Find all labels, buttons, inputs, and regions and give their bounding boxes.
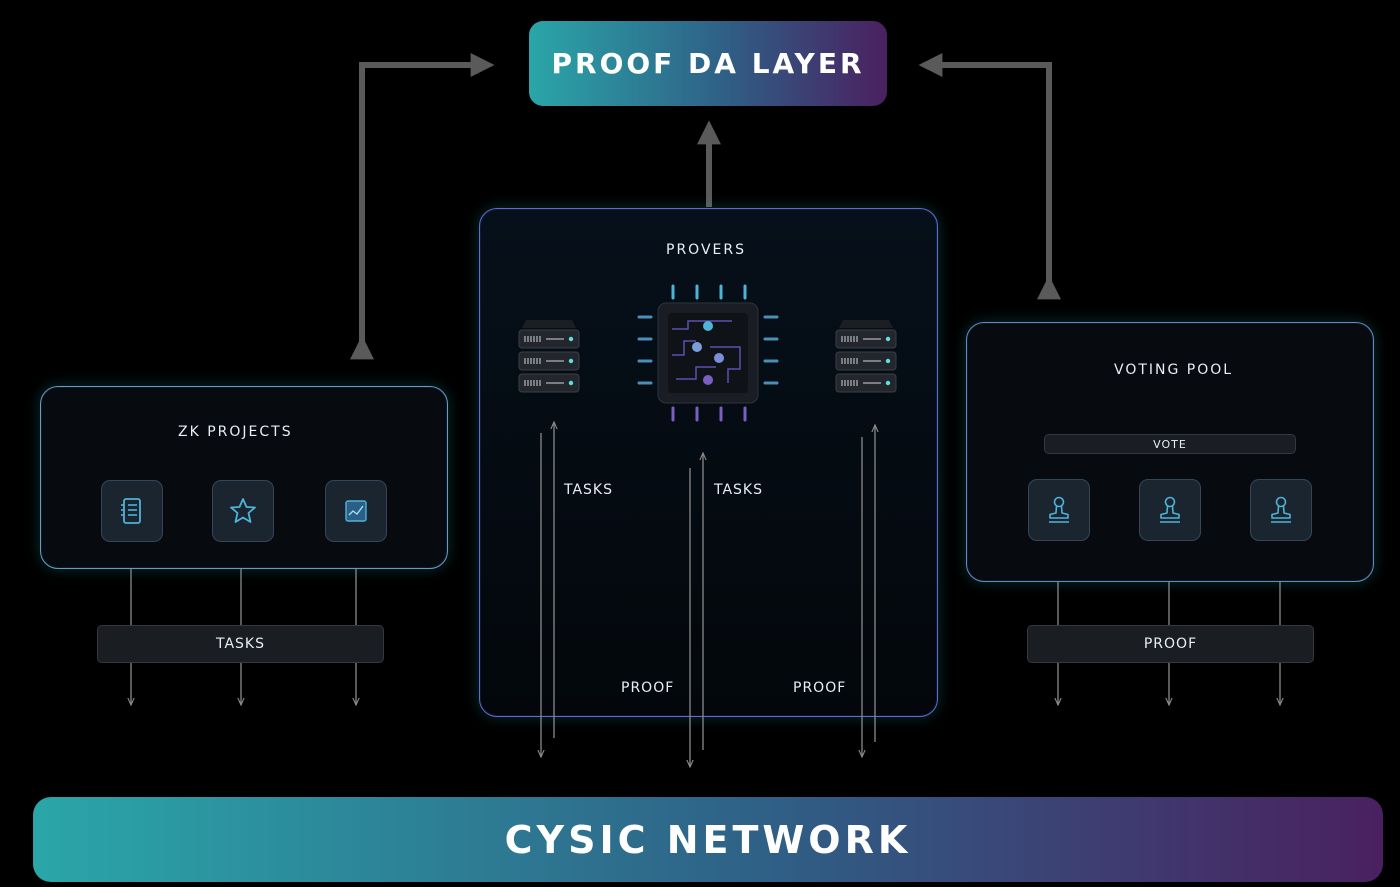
- voting-pool-title: VOTING POOL: [1114, 362, 1234, 378]
- zk-tasks-label: TASKS: [216, 636, 265, 652]
- provers-title: PROVERS: [666, 242, 746, 258]
- proof-da-layer-label: PROOF DA LAYER: [551, 47, 865, 80]
- stamp-icon: [1139, 479, 1201, 541]
- provers-tasks-mid-label: TASKS: [714, 482, 763, 498]
- zk-tasks-bar: TASKS: [97, 625, 384, 663]
- chart-icon: [325, 480, 387, 542]
- document-list-icon: [101, 480, 163, 542]
- voting-proof-bar: PROOF: [1027, 625, 1314, 663]
- proof-da-layer-box: PROOF DA LAYER: [529, 21, 887, 106]
- voting-proof-label: PROOF: [1143, 636, 1198, 652]
- provers-proof-right-label: PROOF: [793, 680, 847, 696]
- server-icon: [835, 320, 897, 393]
- vote-bar: VOTE: [1044, 434, 1296, 454]
- zk-projects-title: ZK PROJECTS: [178, 424, 293, 440]
- stamp-icon: [1028, 479, 1090, 541]
- right-big-arrow: [918, 53, 1061, 300]
- server-icon: [518, 320, 580, 393]
- cysic-network-box: CYSIC NETWORK: [33, 797, 1383, 882]
- chip-icon: [637, 284, 779, 422]
- provers-proof-left-label: PROOF: [621, 680, 675, 696]
- provers-tasks-left-label: TASKS: [564, 482, 613, 498]
- stamp-icon: [1250, 479, 1312, 541]
- star-icon: [212, 480, 274, 542]
- vote-label: VOTE: [1153, 437, 1187, 451]
- left-big-arrow: [350, 53, 495, 360]
- cysic-network-label: CYSIC NETWORK: [504, 817, 912, 862]
